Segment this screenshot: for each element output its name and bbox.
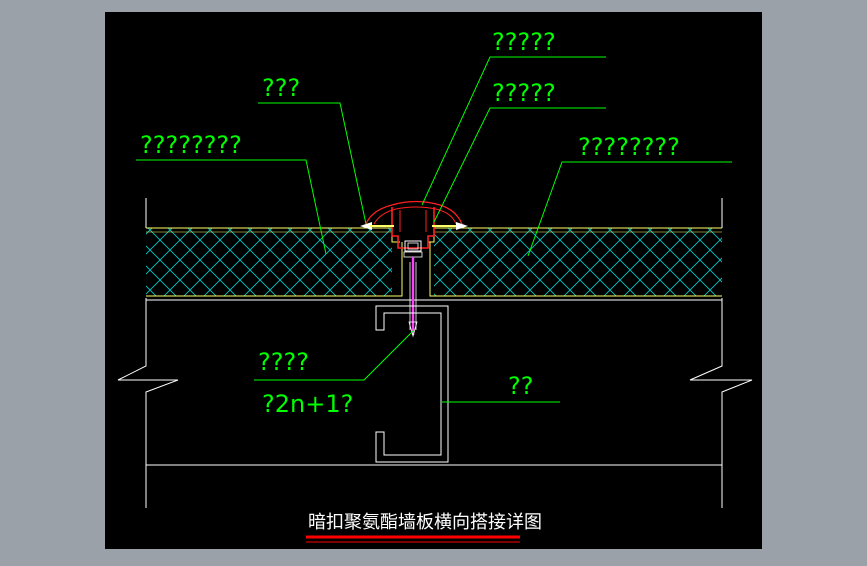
c-purlin (375, 305, 449, 463)
label-purlin: ?? (508, 372, 533, 400)
label-top-1: ????? (492, 28, 556, 56)
label-screw-1: ???? (258, 348, 309, 376)
label-screw-2: ?2n+1? (262, 390, 353, 418)
leader-lines (136, 56, 732, 403)
right-panel (428, 227, 722, 297)
sealant-fillets (360, 222, 468, 230)
label-top-2: ????? (492, 79, 556, 107)
concealed-cap (365, 200, 463, 249)
label-right-large: ???????? (578, 133, 680, 161)
label-left-large: ???????? (140, 131, 242, 159)
right-wall-outline (689, 198, 753, 508)
left-panel (146, 227, 403, 297)
annotation-labels: ????? ????? ??? ???????? ???????? ???? ?… (140, 28, 680, 418)
left-wall-outline (117, 198, 179, 508)
self-tapping-screw (403, 240, 423, 338)
drawing-title: 暗扣聚氨酯墙板横向搭接详图 (308, 512, 542, 533)
label-left-small: ??? (262, 74, 300, 102)
